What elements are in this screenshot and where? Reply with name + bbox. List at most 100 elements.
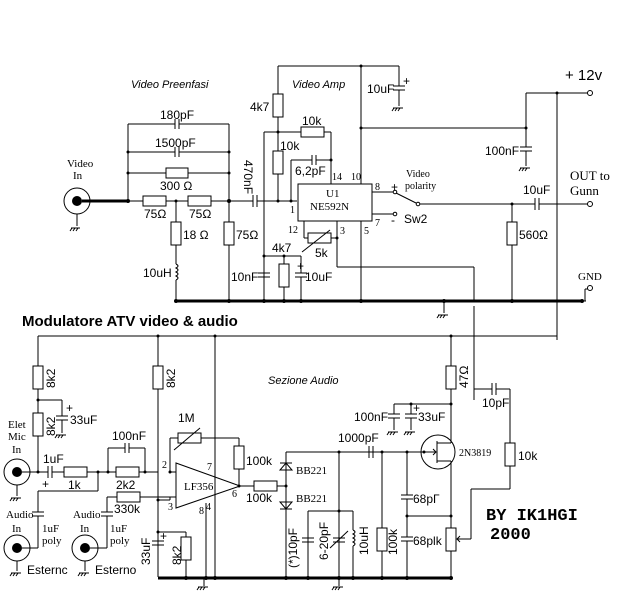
opamp-lf356: LF356 2 3 7 6 8 4 <box>162 460 242 517</box>
d-bb221-b-label: BB221 <box>296 493 327 505</box>
symbol <box>278 501 294 510</box>
node <box>299 299 303 303</box>
c-10u-top-label: 10uF <box>367 82 394 96</box>
component-body <box>272 93 284 118</box>
node <box>329 158 333 162</box>
c-10p-label: 10pF <box>482 396 509 410</box>
label: 1 <box>290 205 295 216</box>
label: + <box>413 401 420 415</box>
label: + <box>403 74 410 88</box>
label: poly <box>110 535 130 547</box>
label: Elet <box>8 419 26 431</box>
label: OUT to <box>570 168 610 183</box>
group <box>174 299 584 303</box>
label: 2N3819 <box>459 448 491 459</box>
wire <box>75 227 79 232</box>
wire <box>69 227 73 232</box>
wire <box>80 572 84 577</box>
label: LF356 <box>184 481 214 493</box>
wire <box>521 167 525 172</box>
c-1500p-label: 1500pF <box>155 136 196 150</box>
section-video-preenfasi: Video Preenfasi <box>131 79 209 91</box>
year: 2000 <box>490 526 531 545</box>
c-10u-out-label: 10uF <box>523 183 550 197</box>
node <box>12 543 22 553</box>
node <box>227 299 231 303</box>
component-body <box>115 466 140 478</box>
component-body <box>187 195 212 207</box>
node <box>126 150 130 154</box>
label: 12 <box>288 225 298 236</box>
node <box>442 299 446 303</box>
label: 8 <box>375 182 380 193</box>
node <box>72 196 82 206</box>
wire <box>439 314 443 319</box>
supply-label: + 12v <box>565 67 603 84</box>
ground-icon <box>436 314 448 319</box>
r-75b-label: 75Ω <box>189 207 211 221</box>
r-75a-label: 75Ω <box>144 207 166 221</box>
node <box>174 199 178 203</box>
wire <box>331 586 335 591</box>
wire <box>202 586 206 591</box>
r-300-label: 300 Ω <box>160 179 192 193</box>
wire <box>9 497 13 502</box>
r-10k-fb-label: 10k <box>302 114 322 128</box>
ground-icon <box>9 497 21 502</box>
node <box>405 576 409 580</box>
l-10u-label: 10uH <box>143 266 172 280</box>
esterno-2-label: Esterno <box>95 563 137 577</box>
ground-icon <box>54 434 66 439</box>
ground-icon <box>386 431 398 436</box>
label: 2 <box>162 460 167 471</box>
component-body <box>278 263 290 288</box>
r-75c-label: 75Ω <box>236 228 258 242</box>
c-180p-label: 180pF <box>160 108 194 122</box>
node <box>80 543 90 553</box>
node <box>449 576 453 580</box>
wire <box>524 167 528 172</box>
wire <box>406 431 410 436</box>
label: In <box>12 523 22 535</box>
c-100n-audio-label: 100nF <box>112 429 146 443</box>
node <box>380 576 384 580</box>
wire <box>301 229 331 253</box>
node <box>227 171 231 175</box>
video-in-label-2: In <box>73 170 83 182</box>
label: + <box>297 259 304 273</box>
node <box>237 484 241 488</box>
label: In <box>12 444 22 456</box>
c-68p-a-label: 68pΓ <box>413 492 440 506</box>
node <box>405 514 409 518</box>
wire <box>392 431 396 436</box>
wire <box>334 586 338 591</box>
c-1u-label: 1uF <box>43 452 64 466</box>
component-body <box>165 167 189 179</box>
node <box>337 509 341 513</box>
r-8k2-d-label: 8k2 <box>170 545 184 565</box>
l-10u-audio-label: 10uH <box>357 526 371 555</box>
c-470n-label: 470nF <box>241 160 255 194</box>
label: + <box>160 529 167 543</box>
arrow <box>432 448 437 456</box>
ground-icon <box>77 572 89 577</box>
label: 1uF <box>42 523 59 535</box>
wire <box>337 586 341 591</box>
node <box>524 126 528 130</box>
label: 8 <box>199 506 204 517</box>
node <box>276 199 280 203</box>
wire <box>442 314 446 319</box>
node <box>126 171 130 175</box>
video-in-label-1: Video <box>67 158 94 170</box>
r-18-label: 18 Ω <box>183 228 209 242</box>
ground-icon <box>69 227 80 232</box>
wire <box>395 192 417 204</box>
c-33u-b-label: 33uF <box>139 538 153 565</box>
wire <box>12 497 16 502</box>
label: + <box>66 401 73 415</box>
r-10k-v-label: 10k <box>280 139 300 153</box>
r-100k-a-label: 100k <box>246 454 273 468</box>
fet-2n3819: 2N3819 <box>420 434 491 470</box>
